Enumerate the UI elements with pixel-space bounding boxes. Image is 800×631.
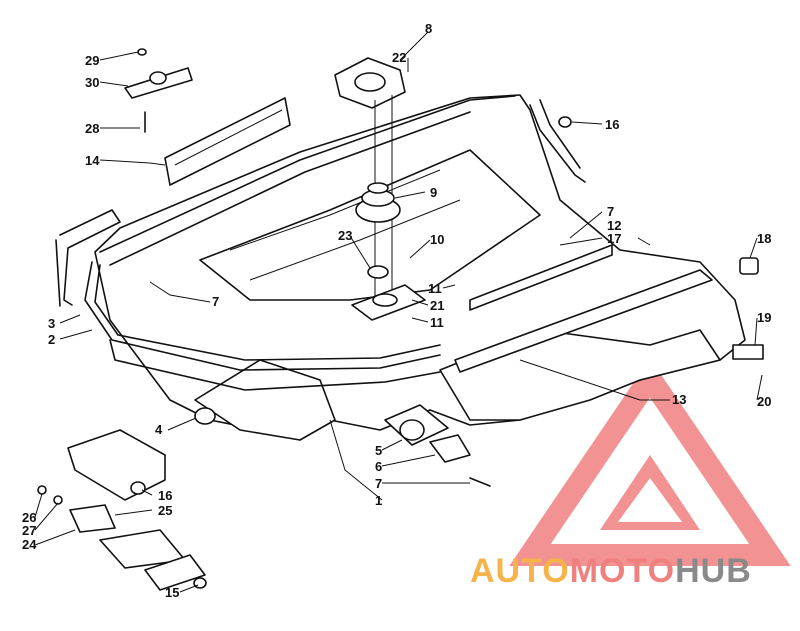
watermark-text: AUTOMOTOHUB <box>470 552 752 590</box>
callout-2: 2 <box>48 332 55 347</box>
lower-left-inset <box>37 429 207 591</box>
callout-30: 30 <box>85 75 99 90</box>
callout-7-right: 7 <box>607 204 614 219</box>
callout-24: 24 <box>22 537 37 552</box>
callout-25: 25 <box>158 503 172 518</box>
callout-labels: 29 30 28 14 3 2 7 8 22 9 23 10 11 21 11 … <box>22 21 771 600</box>
panel-left <box>164 97 291 186</box>
callout-16-bottom: 16 <box>158 488 172 503</box>
side-bracket <box>732 257 764 360</box>
leader-lines <box>34 31 763 593</box>
callout-27: 27 <box>22 523 36 538</box>
washer <box>194 407 216 425</box>
watermark-auto: AUTO <box>470 552 570 590</box>
callout-6: 6 <box>375 459 382 474</box>
callout-23: 23 <box>338 228 352 243</box>
callout-5: 5 <box>375 443 382 458</box>
callout-22: 22 <box>392 50 406 65</box>
callout-28: 28 <box>85 121 99 136</box>
callout-14: 14 <box>85 153 100 168</box>
callout-11-lower: 11 <box>430 315 444 330</box>
callout-21: 21 <box>430 298 444 313</box>
callout-3: 3 <box>48 316 55 331</box>
lower-plate <box>351 284 426 321</box>
callout-11-upper: 11 <box>428 281 442 296</box>
callout-9: 9 <box>430 185 437 200</box>
callout-29: 29 <box>85 53 99 68</box>
switch-assembly <box>384 404 491 487</box>
bumper-rail <box>55 209 441 391</box>
watermark-logo <box>509 358 791 566</box>
callout-18: 18 <box>757 231 771 246</box>
callout-7-left: 7 <box>212 294 219 309</box>
svg-text:AUTOMOTOHUB: AUTOMOTOHUB <box>470 552 752 590</box>
watermark-moto: MOTO <box>570 552 675 590</box>
callout-19: 19 <box>757 310 771 325</box>
callout-1: 1 <box>375 493 382 508</box>
boot <box>355 182 401 279</box>
callout-8: 8 <box>425 21 432 36</box>
callout-12: 12 <box>607 218 621 233</box>
callout-17: 17 <box>607 231 621 246</box>
latch <box>124 48 193 133</box>
bracket-right <box>529 99 586 183</box>
callout-7-bottom: 7 <box>375 476 382 491</box>
callout-4: 4 <box>155 422 163 437</box>
callout-10: 10 <box>430 232 444 247</box>
callout-15: 15 <box>165 585 179 600</box>
callout-16-top: 16 <box>605 117 619 132</box>
callout-26: 26 <box>22 510 36 525</box>
callout-13: 13 <box>672 392 686 407</box>
callout-20: 20 <box>757 394 771 409</box>
watermark-hub: HUB <box>675 552 752 590</box>
side-rail-right <box>454 244 713 373</box>
